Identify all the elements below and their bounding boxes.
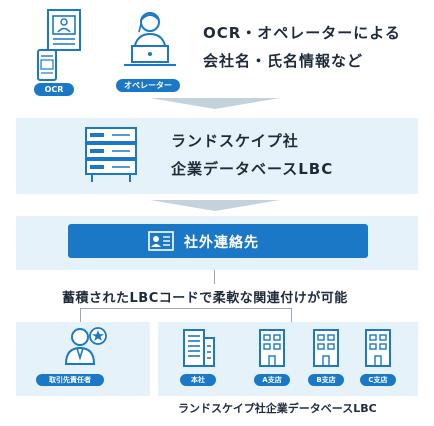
branch-b-tag: B支店 — [308, 374, 344, 386]
database-band: ランドスケイプ社 企業データベースLBC — [16, 118, 418, 194]
company-database-caption: ランドスケイプ社企業データベースLBC — [178, 402, 377, 415]
linking-caption: 蓄積されたLBCコードで柔軟な関連付けが可能 — [62, 291, 348, 306]
contact-card-icon — [148, 231, 174, 251]
company-panel: 本社 A支店 B支店 C支店 — [158, 322, 418, 396]
branch-a-building-icon — [259, 329, 285, 367]
input-description-line2: 会社名・氏名情報など — [203, 52, 364, 70]
database-line2: 企業データベースLBC — [171, 160, 334, 178]
branch-c-building-icon — [365, 329, 391, 367]
headquarters-tag: 本社 — [180, 374, 216, 386]
scanned-document-icon — [37, 9, 81, 81]
connector-line-top — [214, 270, 215, 284]
top-section: OCR オペレーター OCR・オペレーターによる 会社名・氏名情報など — [0, 0, 434, 105]
flow-arrow-down-1 — [150, 98, 280, 109]
connector-branch-horizontal — [80, 308, 292, 309]
operator-label: オペレーター — [116, 79, 180, 92]
operator-icon — [124, 12, 176, 66]
database-line1: ランドスケイプ社 — [171, 132, 299, 150]
branch-c-tag: C支店 — [360, 374, 396, 386]
server-rack-icon — [85, 127, 137, 182]
input-description-line1: OCR・オペレーターによる — [203, 24, 401, 42]
flow-arrow-down-2 — [150, 200, 280, 211]
external-contact-label: 社外連絡先 — [184, 235, 259, 251]
connector-branch-left — [80, 308, 81, 322]
contact-band: 社外連絡先 — [16, 216, 418, 270]
account-contact-tag: 取引先責任者 — [36, 374, 104, 386]
external-contact-box: 社外連絡先 — [68, 224, 368, 258]
headquarters-building-icon — [183, 329, 215, 367]
person-panel: 取引先責任者 — [16, 322, 150, 396]
connector-branch-right — [291, 308, 292, 322]
branch-a-tag: A支店 — [254, 374, 290, 386]
ocr-label: OCR — [34, 83, 74, 96]
business-person-icon — [64, 327, 107, 365]
branch-b-building-icon — [313, 329, 339, 367]
